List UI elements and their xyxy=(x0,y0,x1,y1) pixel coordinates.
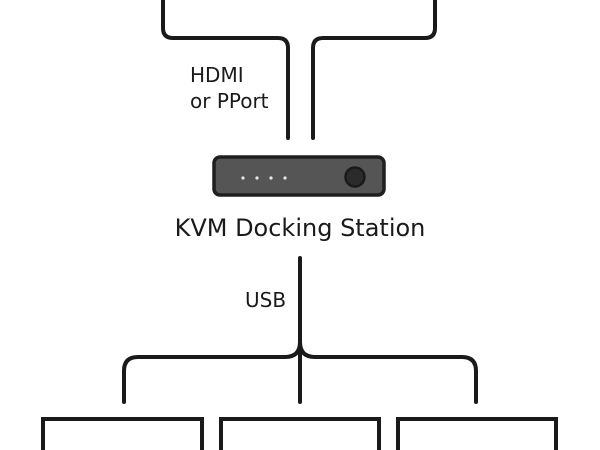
usb-branch-left xyxy=(122,340,302,404)
device-title: KVM Docking Station xyxy=(175,214,426,242)
device-body xyxy=(212,155,386,197)
power-button-icon xyxy=(344,166,366,188)
usb-branch-right xyxy=(298,340,478,404)
peripheral-box-right xyxy=(396,417,558,450)
video-cable-label-line1: HDMI xyxy=(190,63,244,87)
top-monitor-connector-right xyxy=(311,0,437,140)
indicator-dots-icon xyxy=(241,176,287,180)
kvm-docking-station-icon xyxy=(212,155,386,197)
peripheral-box-center xyxy=(219,417,381,450)
video-cable-label-line2: or PPort xyxy=(190,89,269,113)
peripheral-box-left xyxy=(41,417,204,450)
usb-label: USB xyxy=(245,288,286,312)
top-monitor-connector xyxy=(161,0,290,140)
